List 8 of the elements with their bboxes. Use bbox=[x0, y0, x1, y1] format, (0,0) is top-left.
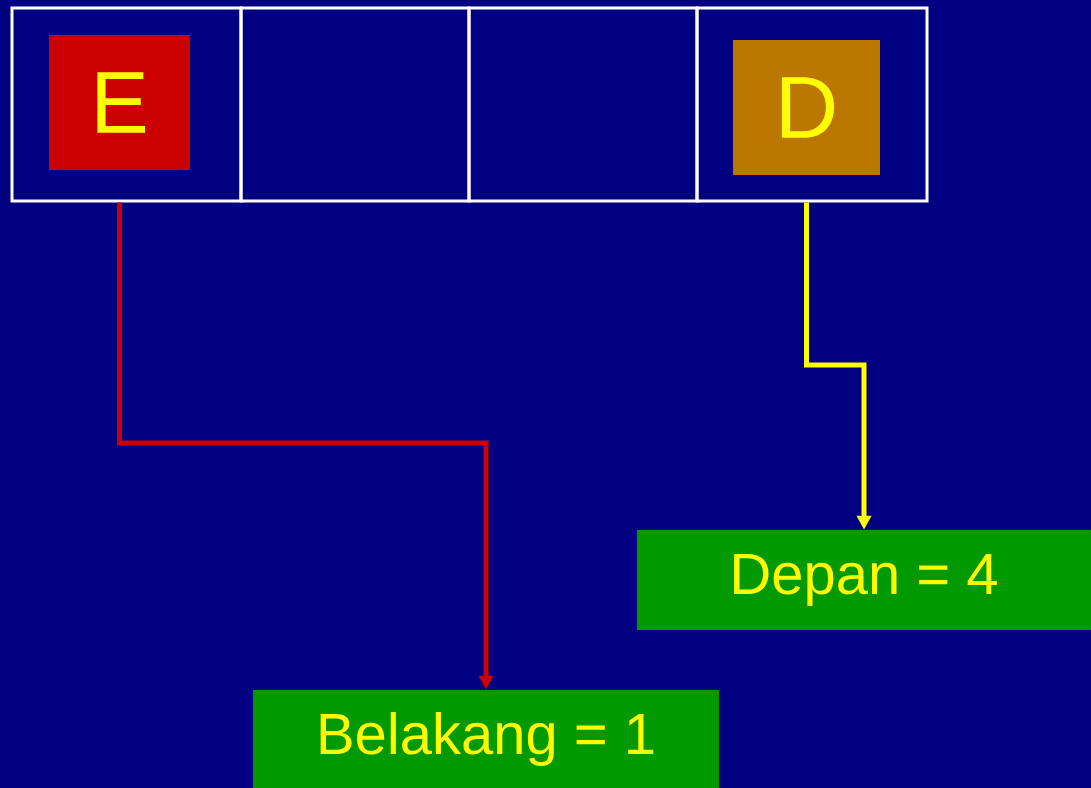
array-cell bbox=[239, 6, 471, 203]
array-cell bbox=[467, 6, 699, 203]
array-cell bbox=[695, 6, 929, 203]
pointer-box: Belakang = 1 bbox=[253, 690, 719, 788]
array-cell bbox=[10, 6, 243, 203]
element-box: D bbox=[733, 40, 880, 175]
element-box: E bbox=[49, 35, 190, 170]
pointer-box: Depan = 4 bbox=[637, 530, 1091, 630]
